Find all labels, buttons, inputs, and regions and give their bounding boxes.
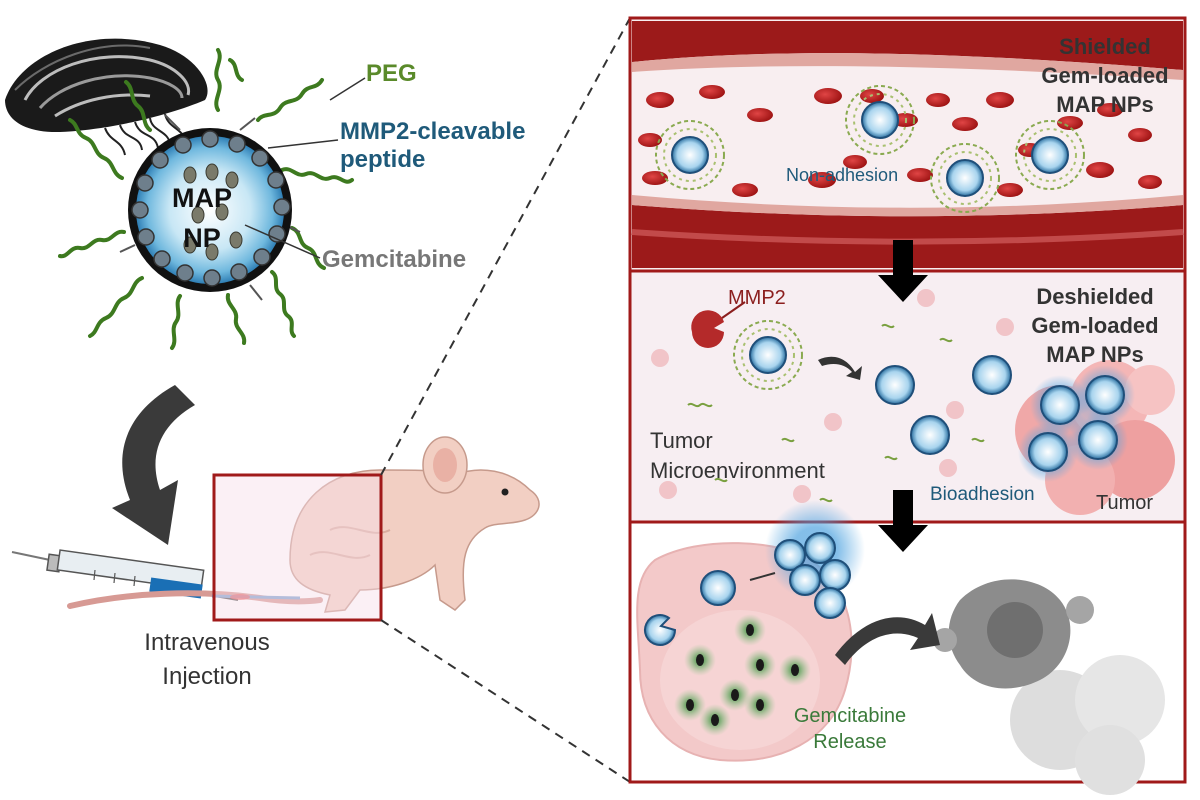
- panel-deshielded-title: Deshielded Gem-loaded MAP NPs: [1010, 282, 1180, 369]
- panel-shielded-title-line3: MAP NPs: [1056, 92, 1154, 117]
- internalized-nanoparticles: [644, 500, 865, 646]
- red-blood-cells: [638, 85, 1162, 197]
- curved-arrow-icon: [818, 356, 862, 380]
- panel-deshielded-title-line1: Deshielded: [1036, 284, 1154, 309]
- non-adhesion-label: Non-adhesion: [786, 165, 899, 185]
- mmp2-leader-line: [721, 301, 746, 319]
- map-np-label: MAP NP: [167, 178, 237, 258]
- np-label-line2: NP: [183, 223, 221, 253]
- curved-arrow-icon: [112, 385, 195, 545]
- gemcitabine-release-label: Gemcitabine Release: [790, 703, 910, 755]
- iv-label-line1: Intravenous: [144, 629, 270, 656]
- panel-deshielded-title-line3: MAP NPs: [1046, 342, 1144, 367]
- shielded-np-tme: [733, 320, 803, 390]
- release-label-line2: Release: [813, 731, 887, 753]
- shielded-nanoparticles: [655, 85, 1085, 213]
- mussel-shell-icon: [5, 38, 208, 156]
- mmp2-enzyme-label: MMP2: [728, 287, 786, 309]
- curved-arrow-icon: [835, 613, 940, 665]
- zoom-dashed-lines: [380, 17, 631, 783]
- panel-shielded-title-line2: Gem-loaded: [1041, 63, 1169, 88]
- intravenous-injection-label: Intravenous Injection: [122, 626, 292, 694]
- tme-label-line2: Microenvironment: [650, 458, 825, 483]
- np-label-line1: MAP: [172, 183, 232, 213]
- label-leader-lines: [244, 77, 366, 259]
- gemcitabine-drugs: [674, 614, 811, 736]
- peg-chains: [58, 48, 354, 350]
- tumor-label: Tumor: [1096, 492, 1154, 514]
- mmp2-enzyme-icons: [651, 289, 1014, 503]
- gemcitabine-label: Gemcitabine: [322, 246, 467, 273]
- peg-label: PEG: [366, 60, 417, 87]
- iv-label-line2: Injection: [162, 663, 252, 690]
- mouse-icon: [67, 436, 540, 613]
- panel-deshielded-title-line2: Gem-loaded: [1031, 313, 1159, 338]
- tme-label-line1: Tumor: [650, 428, 713, 453]
- bioadhered-nanoparticles: [1018, 365, 1135, 482]
- mmp2-label-line2: peptide: [340, 146, 426, 173]
- map-np-particle: [128, 128, 292, 292]
- tumor-microenvironment-label: Tumor Microenvironment: [650, 426, 825, 486]
- apoptotic-cell: [933, 579, 1165, 795]
- mmp2-label-line1: MMP2-cleavable: [340, 118, 526, 145]
- panel-shielded-title: Shielded Gem-loaded MAP NPs: [1020, 32, 1190, 119]
- deshielded-nanoparticles: [875, 355, 1012, 455]
- release-label-line1: Gemcitabine: [793, 705, 907, 727]
- bioadhesion-label: Bioadhesion: [930, 484, 1035, 505]
- mmp2-peptide-label: MMP2-cleavable peptide: [340, 118, 525, 174]
- panel-shielded-title-line1: Shielded: [1059, 34, 1151, 59]
- zoom-region-box: [212, 473, 383, 622]
- down-arrow-icon: [878, 240, 928, 552]
- peg-fragments: [687, 323, 985, 503]
